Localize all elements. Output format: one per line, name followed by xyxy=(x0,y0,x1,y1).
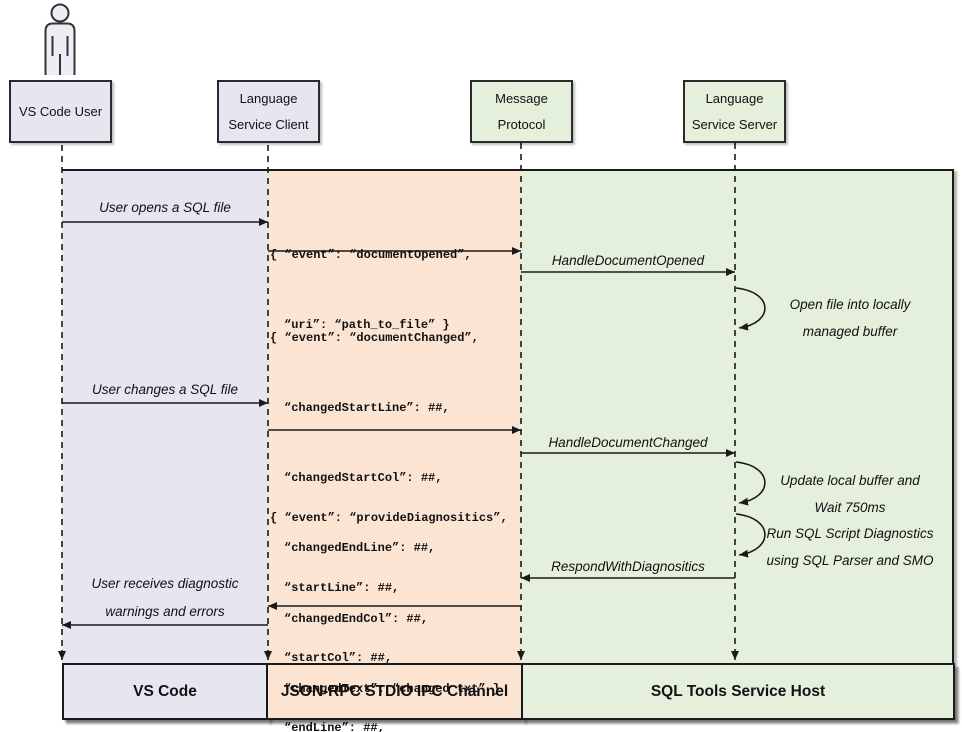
lane-label: SQL Tools Service Host xyxy=(650,682,826,700)
payload-line: “startLine”: ##, xyxy=(284,581,400,596)
message-label-line: warnings and errors xyxy=(105,604,225,619)
lane-box-sql-tools-service-host: SQL Tools Service Host xyxy=(521,663,955,720)
loop-run-diagnostics xyxy=(735,513,766,558)
message-label-user-changes: User changes a SQL file xyxy=(91,382,239,397)
payload-line: { “event”: “documentChanged”, xyxy=(270,330,479,345)
participant-label: Language xyxy=(239,90,298,106)
payload-line: { “event”: “provideDiagnositics”, xyxy=(270,510,508,525)
participant-message-protocol: Message Protocol xyxy=(470,80,573,143)
lane-band-ipc-channel xyxy=(268,171,521,720)
message-label-handle-changed: HandleDocumentChanged xyxy=(548,435,708,450)
payload-document-opened: { “event”: “documentOpened”, “uri”: “pat… xyxy=(270,197,472,384)
lane-box-vs-code: VS Code xyxy=(62,663,268,720)
message-label-line: User receives diagnostic xyxy=(91,576,239,591)
payload-line: “endLine”: ##, xyxy=(284,721,385,732)
payload-line: “changedText”: “changed txt” } xyxy=(284,681,501,696)
participant-label: Protocol xyxy=(497,116,546,132)
note-update-buffer: Update local buffer and Wait 750ms xyxy=(752,467,948,521)
payload-line: “changedStartLine”: ##, xyxy=(284,401,450,416)
payload-line: “changedEndCol”: ##, xyxy=(284,611,429,626)
payload-line: { “event”: “documentOpened”, xyxy=(270,247,472,262)
message-label-handle-opened: HandleDocumentOpened xyxy=(551,253,705,268)
participant-language-service-client: Language Service Client xyxy=(217,80,320,143)
payload-document-changed: { “event”: “documentChanged”, “changedSt… xyxy=(270,280,500,732)
participant-label: Service Client xyxy=(228,116,309,132)
payload-line: “uri”: “path_to_file” } xyxy=(284,318,450,333)
actor-icon xyxy=(44,3,76,75)
note-line: Wait 750ms xyxy=(814,500,886,515)
payload-line: “changedStartCol”: ##, xyxy=(284,471,443,486)
note-open-buffer: Open file into locally managed buffer xyxy=(752,291,948,345)
message-label-user-opens: User opens a SQL file xyxy=(99,200,231,215)
payload-line: “startCol”: ##, xyxy=(284,651,393,666)
participant-label: Language xyxy=(705,90,764,106)
payload-provide-diagnostics: { “event”: “provideDiagnositics”, “start… xyxy=(270,460,508,732)
note-line: Update local buffer and xyxy=(780,473,920,488)
lane-label: JSON-RPC STDIO IPC Channel xyxy=(280,682,509,700)
loop-update-buffer xyxy=(735,461,766,506)
note-line: managed buffer xyxy=(802,324,898,339)
participant-label: Service Server xyxy=(691,116,778,132)
interaction-region xyxy=(62,169,954,720)
participant-language-service-server: Language Service Server xyxy=(683,80,786,143)
lane-label: VS Code xyxy=(133,682,197,700)
note-run-diagnostics: Run SQL Script Diagnostics using SQL Par… xyxy=(752,520,948,574)
message-label-user-receives: User receives diagnostic warnings and er… xyxy=(62,570,268,626)
participant-vs-code-user: VS Code User xyxy=(9,80,112,143)
lane-band-vscode xyxy=(62,171,268,720)
lane-box-json-rpc-channel: JSON-RPC STDIO IPC Channel xyxy=(266,663,523,720)
payload-line: “changedEndLine”: ##, xyxy=(284,541,436,556)
note-line: Run SQL Script Diagnostics xyxy=(766,526,934,541)
lane-band-service-host xyxy=(521,171,952,720)
note-line: Open file into locally xyxy=(789,297,911,312)
participant-label: VS Code User xyxy=(18,103,103,119)
message-label-respond-with-diagnostics: RespondWithDiagnositics xyxy=(551,559,705,574)
participant-label: Message xyxy=(495,90,548,106)
loop-open-buffer xyxy=(735,287,766,331)
note-line: using SQL Parser and SMO xyxy=(766,553,934,568)
